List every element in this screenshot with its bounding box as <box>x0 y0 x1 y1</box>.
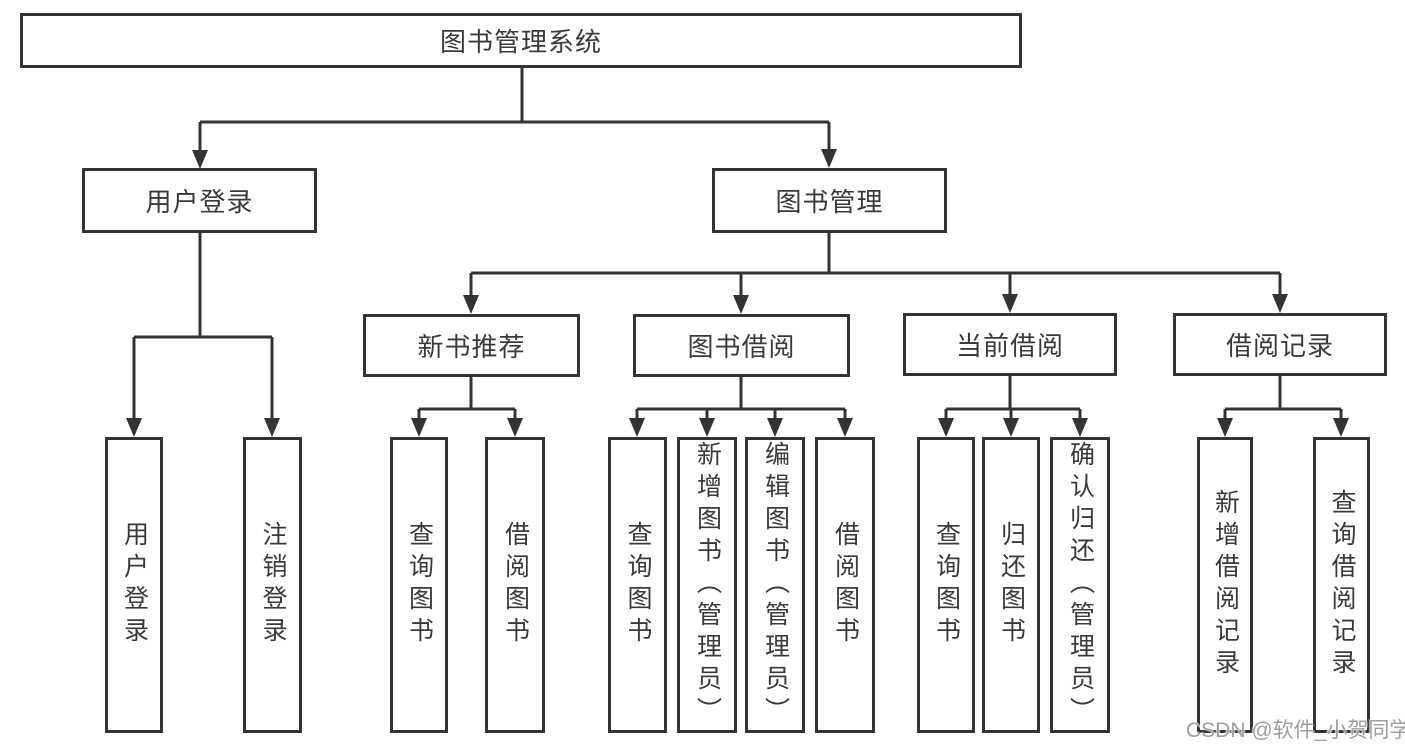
watermark: CSDN @软件_小贺同学 <box>1186 719 1405 742</box>
node-label: 图书借阅 <box>687 332 796 362</box>
connector-user-login-branch <box>126 233 280 437</box>
leaf-confirm-return-admin: 确认归还（管理员） <box>1050 437 1110 733</box>
leaf-user-login: 用户登录 <box>105 437 163 733</box>
leaf-edit-book-admin: 编辑图书（管理员） <box>745 437 805 733</box>
leaf-borrow-books: 借阅图书 <box>815 437 875 733</box>
leaf-return-books: 归还图书 <box>982 437 1040 733</box>
node-label: 编辑图书（管理员） <box>761 441 790 729</box>
node-new-book-recommend: 新书推荐 <box>363 314 580 377</box>
node-label: 归还图书 <box>997 521 1026 649</box>
node-label: 新增图书（管理员） <box>693 441 722 729</box>
node-label: 新书推荐 <box>417 332 526 362</box>
leaf-add-borrow-record: 新增借阅记录 <box>1197 437 1253 733</box>
leaf-query-books-current: 查询图书 <box>917 437 975 733</box>
node-label: 当前借阅 <box>955 331 1064 361</box>
node-label: 图书管理系统 <box>439 27 602 57</box>
node-label: 注销登录 <box>259 521 287 649</box>
node-user-login: 用户登录 <box>82 168 317 233</box>
node-label: 图书管理 <box>775 187 884 217</box>
node-label: 查询图书 <box>624 521 652 649</box>
node-label: 查询借阅记录 <box>1328 489 1356 681</box>
connector-root-to-level2 <box>192 68 837 169</box>
connector-borrow-records-branch <box>1217 376 1349 437</box>
leaf-borrow-books-recommend: 借阅图书 <box>485 437 545 733</box>
connector-new-book-recommend-branch <box>411 377 523 437</box>
node-label: 借阅图书 <box>501 521 530 649</box>
node-label: 用户登录 <box>120 521 149 649</box>
node-borrow-records: 借阅记录 <box>1173 313 1387 376</box>
node-label: 借阅记录 <box>1225 331 1334 361</box>
node-current-borrow: 当前借阅 <box>903 313 1117 376</box>
leaf-query-borrow-record: 查询借阅记录 <box>1313 437 1370 733</box>
node-book-management: 图书管理 <box>712 168 947 233</box>
node-label: 借阅图书 <box>831 521 860 649</box>
leaf-query-books-borrow: 查询图书 <box>608 437 667 733</box>
connector-book-management-branch <box>463 233 1288 314</box>
leaf-add-book-admin: 新增图书（管理员） <box>677 437 737 733</box>
leaf-query-books-recommend: 查询图书 <box>390 437 448 733</box>
connector-current-borrow-branch <box>938 376 1088 437</box>
node-library-system: 图书管理系统 <box>20 13 1022 68</box>
node-label: 用户登录 <box>145 187 254 217</box>
node-label: 新增借阅记录 <box>1211 489 1240 681</box>
connector-book-borrow-branch <box>629 377 853 437</box>
node-book-borrow: 图书借阅 <box>633 314 850 377</box>
node-label: 查询图书 <box>932 521 961 649</box>
node-label: 确认归还（管理员） <box>1066 441 1095 729</box>
node-label: 查询图书 <box>405 521 434 649</box>
leaf-logout: 注销登录 <box>243 437 302 733</box>
